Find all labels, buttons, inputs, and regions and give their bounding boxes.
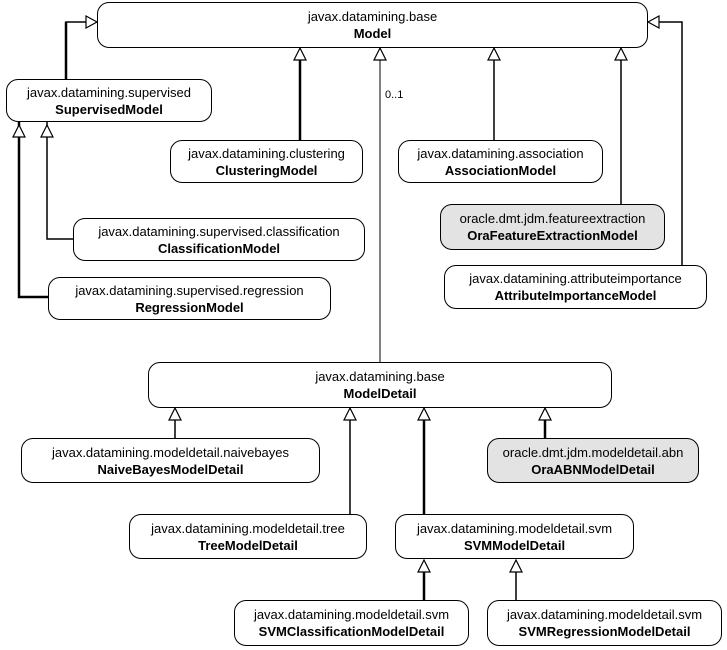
node-svm-classification-model-detail: javax.datamining.modeldetail.svm SVMClas…: [234, 600, 469, 646]
node-model-package: javax.datamining.base: [307, 9, 438, 24]
node-svm-model-detail: javax.datamining.modeldetail.svm SVMMode…: [395, 514, 634, 559]
node-svm-regression-model-detail-name: SVMRegressionModelDetail: [518, 624, 691, 639]
node-svm-regression-model-detail-package: javax.datamining.modeldetail.svm: [506, 607, 703, 622]
node-ora-feature-extraction-model: oracle.dmt.jdm.featureextraction OraFeat…: [440, 204, 665, 250]
node-naive-bayes-model-detail-name: NaiveBayesModelDetail: [97, 461, 244, 477]
arrowhead-model-detail: [373, 46, 387, 61]
node-attribute-importance-model: javax.datamining.attributeimportance Att…: [444, 265, 707, 309]
arrowhead-modeldetail-svm: [417, 406, 431, 421]
node-model-detail: javax.datamining.base ModelDetail: [148, 362, 612, 408]
node-svm-model-detail-package: javax.datamining.modeldetail.svm: [416, 520, 613, 536]
edge-supervised-to-model: [65, 21, 89, 79]
node-classification-model: javax.datamining.supervised.classificati…: [73, 218, 365, 261]
arrowhead-svm-reg: [509, 558, 523, 573]
arrowhead-supervised-right: [40, 123, 54, 138]
arrowhead-model-clustering: [293, 46, 307, 61]
node-ora-abn-model-detail-name: OraABNModelDetail: [531, 461, 655, 477]
node-classification-model-name: ClassificationModel: [157, 240, 281, 256]
node-attribute-importance-model-name: AttributeImportanceModel: [494, 288, 657, 303]
arrowhead-model-right: [646, 14, 660, 30]
node-naive-bayes-model-detail: javax.datamining.modeldetail.naivebayes …: [21, 438, 320, 483]
node-svm-classification-model-detail-name: SVMClassificationModelDetail: [258, 624, 445, 639]
node-naive-bayes-model-detail-package: javax.datamining.modeldetail.naivebayes: [51, 444, 290, 460]
node-supervised-model-package: javax.datamining.supervised: [26, 84, 192, 100]
edge-regression-to-supervised: [17, 122, 48, 299]
node-regression-model-name: RegressionModel: [135, 299, 244, 315]
node-ora-abn-model-detail: oracle.dmt.jdm.modeldetail.abn OraABNMod…: [487, 438, 699, 483]
arrowhead-modeldetail-oraabn: [538, 406, 552, 421]
node-clustering-model: javax.datamining.clustering ClusteringMo…: [170, 140, 363, 183]
node-model-detail-name: ModelDetail: [343, 386, 417, 401]
arrowhead-model-association: [487, 46, 501, 61]
node-classification-model-package: javax.datamining.supervised.classificati…: [98, 223, 340, 239]
node-clustering-model-package: javax.datamining.clustering: [188, 145, 345, 161]
node-tree-model-detail-name: TreeModelDetail: [198, 537, 298, 553]
node-svm-classification-model-detail-package: javax.datamining.modeldetail.svm: [253, 607, 450, 622]
node-model: javax.datamining.base Model: [97, 2, 648, 48]
node-svm-model-detail-name: SVMModelDetail: [463, 537, 566, 553]
arrowhead-model-left: [85, 14, 99, 30]
arrowhead-modeldetail-tree: [343, 406, 357, 421]
node-association-model: javax.datamining.association Association…: [398, 140, 603, 183]
edge-attributeimportance-to-model: [656, 21, 683, 265]
node-association-model-package: javax.datamining.association: [417, 145, 584, 161]
edge-classification-to-supervised: [46, 122, 73, 240]
arrowhead-modeldetail-naivebayes: [168, 406, 182, 421]
node-regression-model: javax.datamining.supervised.regression R…: [48, 277, 331, 320]
arrowhead-model-orafeature: [614, 46, 628, 61]
node-attribute-importance-model-package: javax.datamining.attributeimportance: [469, 271, 682, 286]
node-supervised-model: javax.datamining.supervised SupervisedMo…: [6, 79, 212, 122]
node-clustering-model-name: ClusteringModel: [215, 162, 318, 178]
node-tree-model-detail-package: javax.datamining.modeldetail.tree: [151, 520, 345, 536]
node-svm-regression-model-detail: javax.datamining.modeldetail.svm SVMRegr…: [487, 600, 722, 646]
node-model-detail-package: javax.datamining.base: [315, 369, 445, 384]
node-ora-abn-model-detail-package: oracle.dmt.jdm.modeldetail.abn: [502, 444, 684, 460]
multiplicity-label: 0..1: [385, 89, 404, 101]
node-regression-model-package: javax.datamining.supervised.regression: [75, 282, 304, 298]
node-model-name: Model: [353, 26, 392, 41]
node-ora-feature-extraction-model-name: OraFeatureExtractionModel: [467, 228, 638, 243]
arrowhead-svm-class: [417, 558, 431, 573]
arrowhead-supervised-left: [12, 123, 26, 138]
node-supervised-model-name: SupervisedModel: [55, 101, 163, 117]
node-association-model-name: AssociationModel: [444, 162, 557, 178]
node-tree-model-detail: javax.datamining.modeldetail.tree TreeMo…: [129, 514, 367, 559]
node-ora-feature-extraction-model-package: oracle.dmt.jdm.featureextraction: [459, 211, 646, 226]
